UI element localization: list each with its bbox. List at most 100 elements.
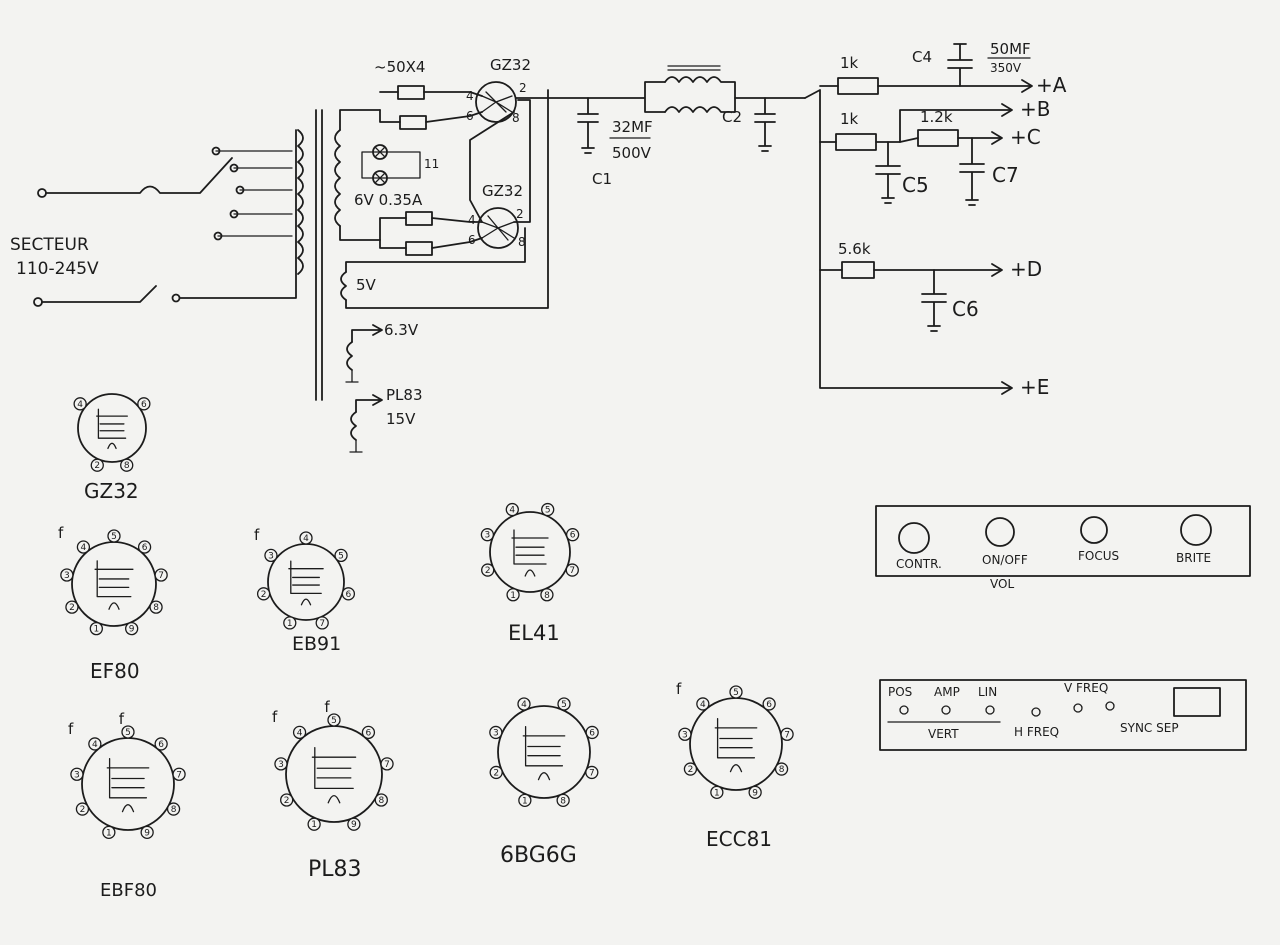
- tube-pin-number: 4: [92, 740, 98, 750]
- tube-pin: 1: [89, 621, 103, 636]
- tube-pin: 4: [696, 697, 710, 711]
- electrode-sketch: [106, 758, 150, 813]
- rear-panel-outline: [879, 679, 1247, 751]
- tube-pin: 9: [748, 785, 762, 799]
- tube-pin: 2: [75, 802, 90, 816]
- tube-pin-number: 4: [521, 700, 527, 710]
- output-d: +D: [1010, 257, 1042, 281]
- distribution-bus: [804, 89, 1011, 389]
- tube-pin: 6: [565, 528, 580, 542]
- tube-pin-number: 8: [124, 461, 130, 471]
- tube-pin-number: 6: [141, 400, 147, 410]
- tube-pin: 7: [154, 568, 168, 582]
- trimmer-amp[interactable]: [941, 705, 951, 715]
- tube-pin-number: 9: [144, 828, 150, 838]
- tube-pin-number: 5: [561, 700, 567, 710]
- knob-focus[interactable]: [1080, 516, 1108, 544]
- trimmer-lin[interactable]: [985, 705, 995, 715]
- tube-pin: 7: [585, 765, 599, 780]
- rear-panel: POS AMP LIN V FREQ H FREQ SYNC SEP VERT: [879, 679, 1247, 751]
- trimmer-v-freq[interactable]: [1073, 703, 1083, 713]
- tube-pin: 8: [374, 793, 388, 807]
- electrode-sketch: [96, 408, 128, 450]
- tube-pin: 6: [154, 737, 168, 751]
- pin-6: 6: [468, 233, 476, 247]
- c1-capacitor: [577, 97, 599, 154]
- tube-pin: 4: [76, 540, 91, 554]
- tube-pin-number: 7: [158, 571, 164, 581]
- tube-pin-number: 9: [129, 625, 135, 635]
- knob-label-on-off: ON/OFF: [982, 553, 1028, 567]
- resistor-b-value: 1k: [840, 110, 859, 128]
- trimmer-pos[interactable]: [899, 705, 909, 715]
- tube-envelope: [71, 541, 157, 627]
- power-transformer: 5V 6.3V PL83 15V: [297, 89, 549, 453]
- winding-6v3-label: 6.3V: [384, 321, 419, 339]
- tube-pin-number: 7: [176, 770, 182, 780]
- choke-core: [667, 65, 721, 71]
- knob-sub-label: VOL: [990, 577, 1014, 591]
- tube-pin-number: 3: [278, 760, 284, 770]
- heater-wire: [469, 111, 515, 223]
- trimmer-h-freq[interactable]: [1031, 707, 1041, 717]
- tube-envelope: [489, 511, 571, 593]
- tube-pin-number: 6: [366, 728, 372, 738]
- tube-pin: 5: [541, 502, 555, 517]
- tube-envelope: [285, 725, 383, 823]
- tube-pin: 3: [489, 725, 503, 740]
- c1-label: C1: [592, 170, 612, 188]
- tube-pin-number: 8: [779, 765, 785, 775]
- winding-5v-label: 5V: [356, 276, 377, 294]
- c5-label: C5: [902, 173, 929, 197]
- filament-mark: f: [254, 526, 260, 544]
- tube-pin: 8: [166, 802, 181, 816]
- tube-pin: 9: [125, 621, 139, 636]
- output-a: +A: [1036, 73, 1067, 97]
- tube-pin-number: 6: [570, 531, 576, 541]
- tube-pin-number: 2: [485, 566, 491, 576]
- tube-pin-number: 6: [142, 543, 148, 553]
- filament-mark: f: [68, 720, 74, 738]
- tube-pin: 1: [518, 793, 532, 807]
- knob-label-brite: BRITE: [1176, 551, 1211, 565]
- tube-pin-number: 1: [106, 828, 112, 838]
- mains-label-line2: 110-245V: [16, 259, 99, 279]
- c4-value-line2: 350V: [990, 61, 1022, 75]
- c6-label: C6: [952, 297, 979, 321]
- tube-pin-number: 6: [158, 740, 164, 750]
- tube-pin: 4: [292, 725, 307, 740]
- resistor: [405, 241, 433, 256]
- transformer-core: [315, 109, 323, 401]
- tube-pin-number: 1: [287, 619, 293, 629]
- winding-15v-label: 15V: [386, 410, 416, 428]
- tube-pin-number: 1: [510, 591, 516, 601]
- choke-coil: [664, 76, 806, 99]
- pin-8: 8: [512, 111, 520, 125]
- winding-6v3: [346, 341, 353, 371]
- knob-brite[interactable]: [1180, 514, 1212, 546]
- tube-pin-number: 3: [268, 551, 274, 561]
- tube-base-label: EB91: [292, 633, 341, 655]
- tube-pin: 7: [565, 563, 579, 577]
- tube-pin-number: 2: [69, 603, 75, 613]
- tube-pin-number: 8: [544, 591, 550, 601]
- tube-envelope: [267, 543, 345, 621]
- filament-mark: f: [58, 524, 64, 542]
- tube-pin-number: 8: [378, 796, 384, 806]
- electrode-sketch: [522, 726, 566, 781]
- rear-label-h-freq: H FREQ: [1014, 725, 1059, 739]
- knob-contrast[interactable]: [898, 522, 930, 554]
- tube-base-label: PL83: [308, 857, 362, 882]
- rear-group-vert: VERT: [928, 727, 959, 741]
- trimmer-sync-sep[interactable]: [1105, 701, 1115, 711]
- knob-on-off[interactable]: [985, 517, 1015, 547]
- tube-pin: 3: [678, 727, 692, 741]
- tube-pin: 9: [140, 825, 154, 839]
- rear-label-sync-sep: SYNC SEP: [1120, 721, 1179, 735]
- tube-pin: 5: [557, 697, 571, 711]
- tube-pin: 8: [774, 762, 789, 776]
- front-panel-outline: [875, 505, 1251, 577]
